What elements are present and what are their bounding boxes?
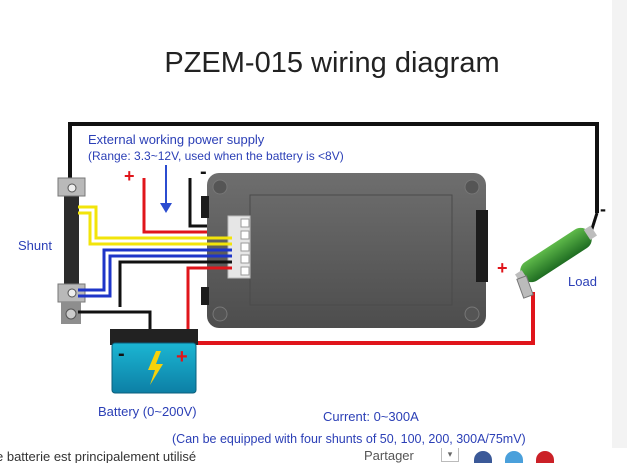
power-supply-plus: + (124, 166, 135, 186)
blue-wire-2 (78, 254, 232, 298)
screw-hole (212, 179, 228, 195)
current-range-label: Current: 0~300A (323, 409, 419, 424)
wiring-diagram: PZEM-015 wiring diagram External working… (18, 47, 606, 446)
diagram-title: PZEM-015 wiring diagram (164, 47, 499, 79)
black-wire-top-loop (68, 122, 599, 213)
shunt-label: Shunt (18, 238, 52, 253)
screw-hole (212, 306, 228, 322)
power-supply-minus: - (200, 161, 207, 183)
blue-wire-1 (78, 248, 232, 292)
chevron-down-icon[interactable]: ▾ (441, 448, 459, 462)
load-label: Load (568, 274, 597, 289)
battery-plus: + (176, 346, 188, 368)
yellow-wire-2 (78, 211, 232, 246)
red-voltage-wire (186, 266, 232, 340)
load-resistor (514, 212, 599, 299)
screw-hole (464, 179, 480, 195)
power-supply-range: (Range: 3.3~12V, used when the battery i… (88, 149, 344, 163)
shunt-options-note: (Can be equipped with four shunts of 50,… (172, 432, 526, 446)
battery-minus: - (118, 343, 125, 365)
facebook-icon[interactable] (474, 451, 492, 463)
black-sense-wire (118, 260, 232, 307)
shunt-component (57, 177, 86, 324)
battery-label: Battery (0~200V) (98, 404, 197, 419)
yellow-wire-1 (78, 205, 232, 240)
load-minus: - (600, 199, 606, 219)
diagram-frame: PZEM-015 wiring diagram External working… (18, 0, 613, 448)
mounting-tab (201, 196, 209, 218)
twitter-icon[interactable] (505, 451, 523, 463)
battery-component (110, 329, 198, 394)
power-supply-title: External working power supply (88, 132, 265, 147)
mounting-tab (476, 210, 488, 282)
red-main-wire (188, 292, 535, 345)
terminal-block (227, 215, 251, 279)
red-supply-wire (142, 178, 232, 234)
share-label[interactable]: Partager (364, 448, 414, 463)
screw-hole (464, 306, 480, 322)
lightning-icon (148, 351, 163, 385)
pinterest-icon[interactable] (536, 451, 554, 463)
page-bottom-strip: e batterie est principalement utilisé Pa… (0, 448, 627, 463)
page-text-snippet: e batterie est principalement utilisé (0, 449, 197, 463)
scrollbar-track[interactable] (612, 0, 627, 463)
mounting-tab (201, 287, 209, 305)
load-plus: + (497, 258, 508, 278)
power-in-arrow-icon (160, 165, 172, 213)
pzem-meter-body (207, 173, 486, 328)
